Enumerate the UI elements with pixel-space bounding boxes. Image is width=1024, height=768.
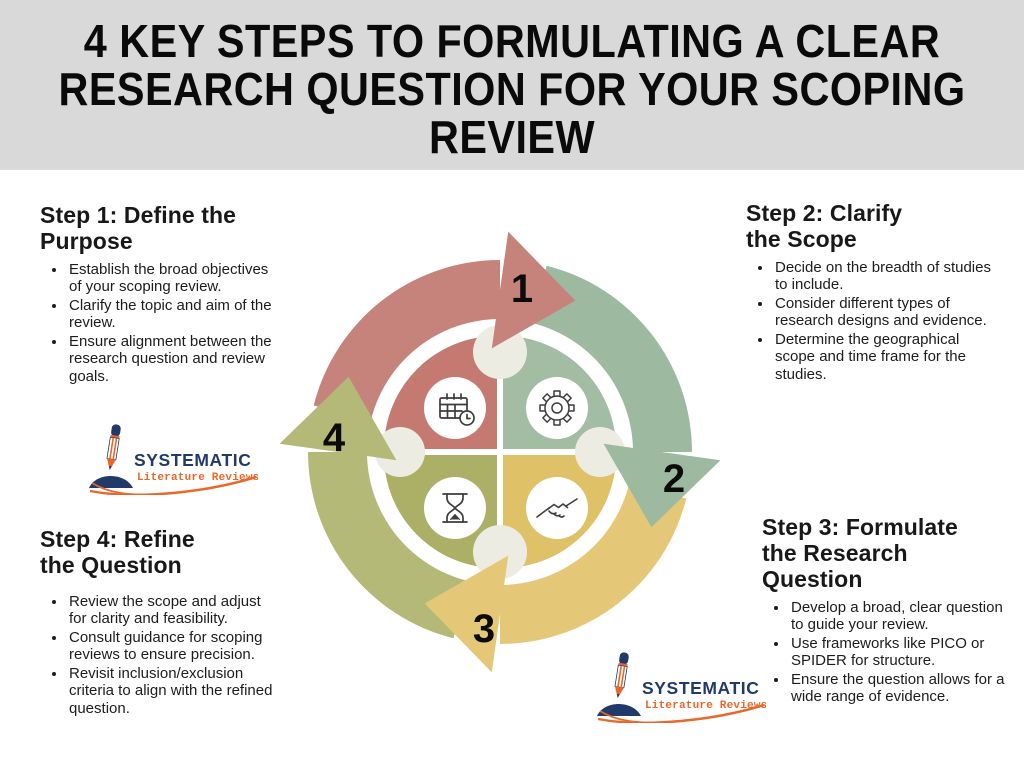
- bullet-item: Consider different types of research des…: [773, 295, 998, 329]
- arrow-number-4: 4: [323, 416, 346, 460]
- page-title: 4 KEY STEPS TO FORMULATING A CLEAR RESEA…: [58, 15, 966, 163]
- systematic-logo-top: SYSTEMATIC Literature Reviews: [88, 420, 259, 496]
- arrow-head-4: [279, 376, 397, 461]
- step-3-heading: Step 3: Formulate the Research Question: [762, 514, 958, 592]
- swoosh: [599, 710, 669, 724]
- notch-circles: [375, 325, 625, 579]
- swoosh: [91, 482, 161, 496]
- bullet-item: Develop a broad, clear question to guide…: [789, 599, 1008, 633]
- logo-wordmark: SYSTEMATIC: [642, 678, 760, 698]
- step-1-block: Step 1: Define the Purpose Establish the…: [40, 202, 280, 387]
- arrow-head-2: [603, 443, 721, 528]
- arc-band-2: [532, 265, 692, 452]
- logo-subtitle: Literature Reviews: [137, 472, 258, 484]
- arrow-head-1: [491, 231, 576, 349]
- notch-left: [375, 427, 425, 477]
- bullet-item: Ensure the question allows for a wide ra…: [789, 671, 1008, 705]
- arrow-number-3: 3: [473, 607, 495, 651]
- bullet-item: Use frameworks like PICO or SPIDER for s…: [789, 635, 1008, 669]
- step-3-bullets: Develop a broad, clear question to guide…: [762, 599, 1008, 706]
- pencil-launch-icon: [89, 424, 257, 496]
- hourglass-icon: [442, 493, 468, 523]
- step-4-heading: Step 4: Refine the Question: [40, 526, 195, 578]
- arrow-number-1: 1: [511, 267, 533, 311]
- step-1-heading: Step 1: Define the Purpose: [40, 202, 237, 254]
- arrow-head-3: [424, 555, 509, 673]
- pencil-launch-icon: [597, 652, 765, 724]
- bullet-item: Determine the geographical scope and tim…: [773, 331, 998, 382]
- gear-icon: [539, 390, 575, 426]
- swoosh: [89, 475, 257, 496]
- step-2-bullets: Decide on the breadth of studies to incl…: [746, 259, 998, 383]
- arc-band-3: [500, 484, 687, 644]
- step-1-bullets: Establish the broad objectives of your s…: [40, 261, 280, 385]
- bullet-item: Review the scope and adjust for clarity …: [67, 593, 278, 627]
- arrow-heads: [279, 231, 721, 673]
- arrow-number-2: 2: [663, 457, 685, 501]
- bullet-item: Clarify the topic and aim of the review.: [67, 297, 280, 331]
- bullet-item: Decide on the breadth of studies to incl…: [773, 259, 998, 293]
- cycle-diagram: 1 2 3 4: [279, 231, 721, 673]
- logo-wordmark: SYSTEMATIC: [134, 450, 252, 470]
- handshake-icon: [536, 498, 578, 518]
- step-3-block: Step 3: Formulate the Research Question …: [762, 514, 1008, 708]
- arc-bands: [308, 260, 692, 644]
- icon-medallions: [424, 377, 588, 539]
- arrow-numbers: 1 2 3 4: [323, 267, 685, 651]
- bullet-item: Consult guidance for scoping reviews to …: [67, 629, 278, 663]
- header-banner: 4 KEY STEPS TO FORMULATING A CLEAR RESEA…: [0, 0, 1024, 170]
- calendar-clock-icon: [439, 393, 475, 426]
- bullet-item: Revisit inclusion/exclusion criteria to …: [67, 665, 278, 716]
- bullet-item: Establish the broad objectives of your s…: [67, 261, 280, 295]
- step-4-bullets: Review the scope and adjust for clarity …: [40, 593, 278, 717]
- step-2-block: Step 2: Clarify the Scope Decide on the …: [746, 200, 998, 385]
- arc-band-4: [308, 452, 468, 639]
- swoosh: [597, 703, 765, 724]
- step-4-block: Step 4: Refine the Question Review the s…: [40, 526, 278, 719]
- bullet-item: Ensure alignment between the research qu…: [67, 333, 280, 384]
- step-2-heading: Step 2: Clarify the Scope: [746, 200, 903, 252]
- logo-subtitle: Literature Reviews: [645, 700, 766, 712]
- notch-top: [473, 325, 527, 379]
- notch-bottom: [473, 525, 527, 579]
- arc-band-1: [313, 260, 500, 420]
- icon-circle: [526, 477, 588, 539]
- notch-right: [575, 427, 625, 477]
- systematic-logo-bottom: SYSTEMATIC Literature Reviews: [596, 648, 767, 724]
